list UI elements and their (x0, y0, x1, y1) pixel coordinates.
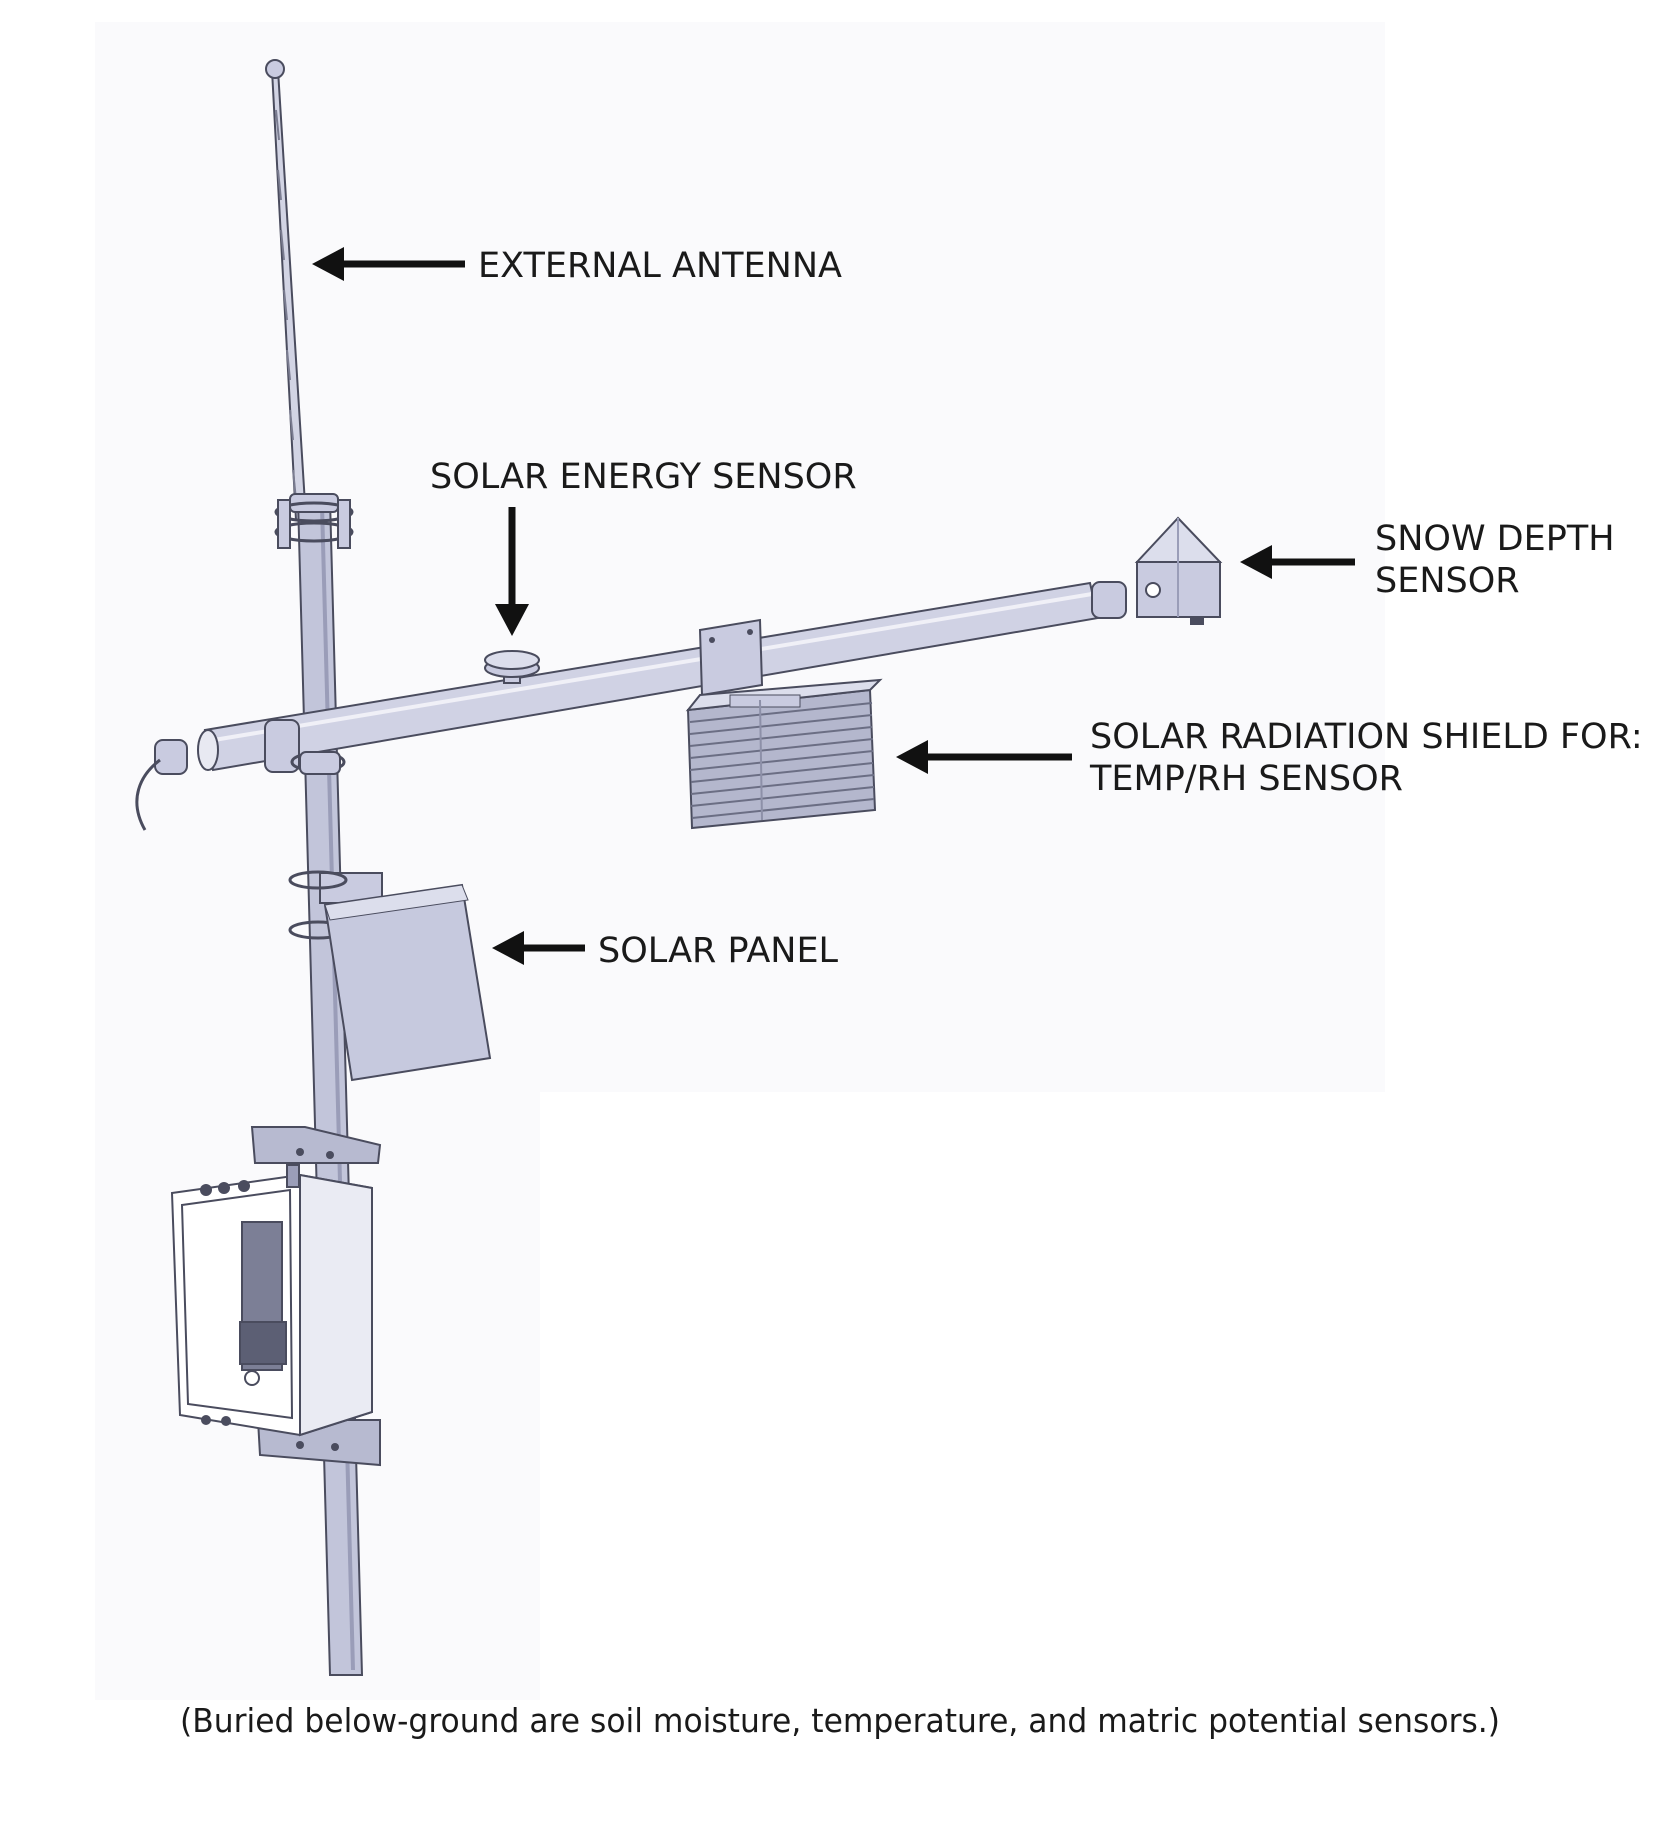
snow-depth-sensor (1134, 516, 1223, 625)
crossarm (197, 581, 1127, 773)
antenna-clamp (274, 493, 354, 549)
arrow-solar-panel (492, 931, 585, 965)
label-snow-depth-sensor-line2: SENSOR (1375, 561, 1520, 601)
arrow-solar-energy-sensor (495, 507, 529, 636)
label-external-antenna: EXTERNAL ANTENNA (478, 246, 842, 286)
arrow-radiation-shield (896, 740, 1072, 774)
label-radiation-shield-line2: TEMP/RH SENSOR (1089, 759, 1403, 799)
solar-panel (288, 870, 492, 1082)
label-solar-energy-sensor: SOLAR ENERGY SENSOR (430, 457, 857, 497)
cable-connector (135, 739, 188, 831)
solar-energy-sensor (484, 650, 540, 684)
label-snow-depth-sensor-line1: SNOW DEPTH (1375, 519, 1615, 559)
caption: (Buried below-ground are soil moisture, … (180, 1701, 1500, 1740)
radiation-shield (685, 618, 883, 830)
crossarm-clamp (290, 751, 346, 775)
arrow-snow-depth-sensor (1240, 545, 1355, 579)
label-radiation-shield-line1: SOLAR RADIATION SHIELD FOR: (1090, 717, 1643, 757)
external-antenna (265, 59, 308, 521)
label-solar-panel: SOLAR PANEL (598, 931, 839, 971)
datalogger-enclosure (170, 1126, 382, 1467)
arrow-external-antenna (312, 247, 465, 281)
